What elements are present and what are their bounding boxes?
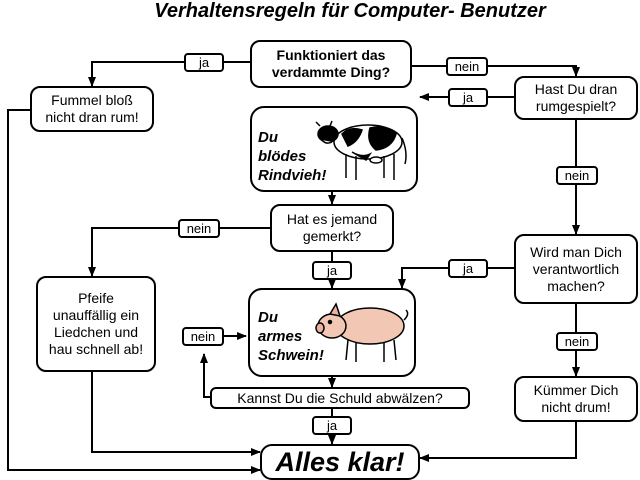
cow-icon xyxy=(315,120,407,180)
node-dont-care: Kümmer Dich nicht drum! xyxy=(514,376,638,422)
label-noticed-yes: ja xyxy=(312,261,352,280)
node-works-text: Funktioniert das verdammte Ding? xyxy=(271,47,391,80)
pig-icon xyxy=(315,302,409,362)
node-blame-text: Kannst Du die Schuld abwälzen? xyxy=(237,389,443,406)
label-noticed-no: nein xyxy=(178,219,220,238)
node-pig-text: Du armes Schwein! xyxy=(258,309,324,364)
edge-whistle-final xyxy=(91,372,261,456)
node-responsible-text: Wird man Dich verantwortlich machen? xyxy=(530,243,622,294)
node-cow-text: Du blödes Rindvieh! xyxy=(258,129,327,184)
label-played-no: nein xyxy=(556,166,598,185)
label-played-yes: ja xyxy=(448,88,488,107)
node-responsible: Wird man Dich verantwortlich machen? xyxy=(514,234,638,304)
edge-works-no xyxy=(412,65,580,77)
label-works-no: nein xyxy=(446,57,488,76)
node-blame: Kannst Du die Schuld abwälzen? xyxy=(210,387,470,409)
node-whistle: Pfeife unauffällig ein Liedchen und hau … xyxy=(36,276,156,372)
node-whistle-text: Pfeife unauffällig ein Liedchen und hau … xyxy=(48,290,144,357)
node-hands-off-text: Fummel bloß nicht dran rum! xyxy=(45,92,139,125)
node-all-good-text: Alles klar! xyxy=(275,446,405,477)
node-works: Funktioniert das verdammte Ding? xyxy=(250,40,412,88)
node-noticed-text: Hat es jemand gemerkt? xyxy=(286,211,378,244)
label-works-yes: ja xyxy=(184,53,224,72)
node-played: Hast Du dran rumgespielt? xyxy=(514,76,638,120)
node-hands-off: Fummel bloß nicht dran rum! xyxy=(30,86,154,132)
node-dont-care-text: Kümmer Dich nicht drum! xyxy=(533,382,619,415)
label-responsible-no: nein xyxy=(556,332,598,351)
node-all-good: Alles klar! xyxy=(260,444,420,480)
node-played-text: Hast Du dran rumgespielt? xyxy=(534,81,618,114)
node-noticed: Hat es jemand gemerkt? xyxy=(270,204,394,252)
edge-blame-no xyxy=(200,353,210,398)
label-blame-no: nein xyxy=(182,327,224,346)
edge-works-yes xyxy=(88,61,250,87)
edge-dontcare-final xyxy=(419,422,577,462)
edge-handsoff-final xyxy=(7,109,261,474)
label-blame-yes: ja xyxy=(312,416,352,435)
page-title: Verhaltensregeln für Computer- Benutzer xyxy=(154,0,546,22)
label-responsible-yes: ja xyxy=(448,259,488,278)
